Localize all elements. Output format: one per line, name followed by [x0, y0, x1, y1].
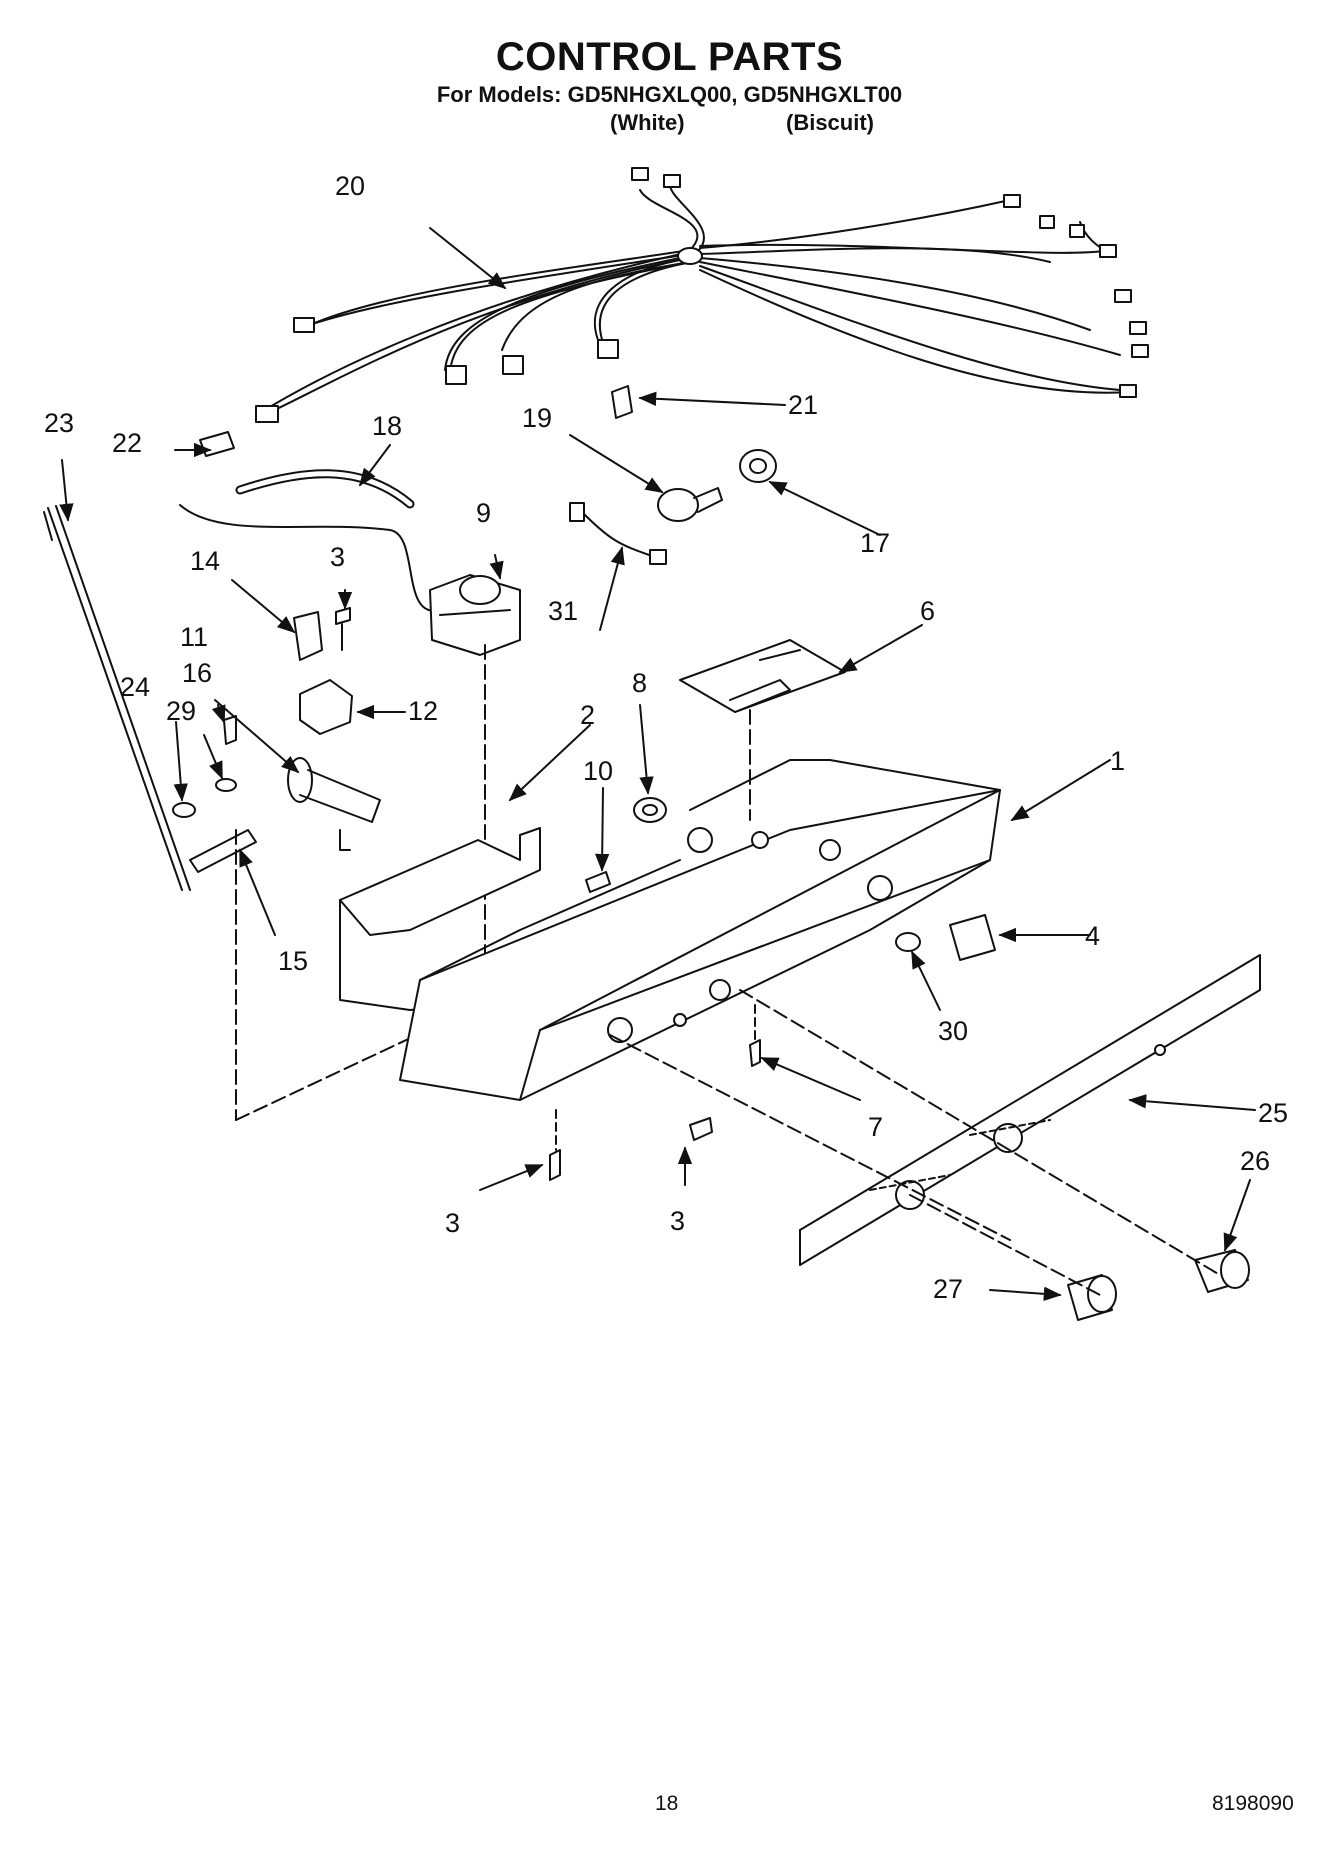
callout-25: 25 [1258, 1098, 1288, 1128]
callout-30: 30 [938, 1016, 968, 1046]
washer-part-29 [215, 778, 237, 792]
panel-part-25 [799, 954, 1261, 1266]
document-number: 8198090 [1212, 1792, 1294, 1815]
callout-10: 10 [583, 756, 613, 786]
callout-1: 1 [1110, 746, 1125, 776]
page-title: CONTROL PARTS [495, 35, 844, 79]
callout-8: 8 [632, 668, 647, 698]
callout-16: 16 [182, 658, 212, 688]
housing-part-1 [399, 759, 1001, 1101]
switch-part-4 [949, 914, 996, 961]
callout-17: 17 [860, 528, 890, 558]
part-22-clip [199, 431, 235, 457]
screw-part-3-top [335, 607, 351, 651]
callout-27: 27 [933, 1274, 963, 1304]
callout-19: 19 [522, 403, 552, 433]
callout-11: 11 [180, 622, 208, 652]
rod-part-23 [43, 505, 191, 891]
page-number: 18 [655, 1792, 679, 1815]
callout-15: 15 [278, 946, 308, 976]
callout-3-left: 3 [445, 1208, 460, 1238]
wire-harness-part-20 [255, 167, 1149, 423]
fastener-part-16 [223, 715, 237, 745]
control-part-9 [429, 574, 521, 961]
callout-7: 7 [868, 1112, 883, 1142]
washer-part-24 [172, 802, 196, 818]
knob-part-27 [1067, 1274, 1117, 1321]
callout-18: 18 [372, 411, 402, 441]
callout-2: 2 [580, 700, 595, 730]
callout-3-top: 3 [330, 542, 345, 572]
callout-21: 21 [788, 390, 818, 420]
part-30 [895, 932, 921, 952]
callout-12: 12 [408, 696, 438, 726]
wire-part-31 [569, 502, 667, 565]
callout-22: 22 [112, 428, 142, 458]
color-biscuit-label: (Biscuit) [786, 110, 874, 135]
callout-26: 26 [1240, 1146, 1270, 1176]
color-white-label: (White) [610, 110, 685, 135]
socket-part-17 [739, 449, 777, 483]
capillary-tube [179, 504, 441, 612]
grommet-part-8 [633, 797, 667, 823]
callout-4: 4 [1085, 921, 1100, 951]
color-variants: (White) (Biscuit) [0, 110, 1339, 140]
screw-part-10 [585, 871, 611, 893]
part-21-clip [611, 385, 633, 419]
bulb-part-19 [657, 487, 723, 522]
callout-14: 14 [190, 546, 220, 576]
part-14 [293, 611, 323, 661]
models-line: For Models: GD5NHGXLQ00, GD5NHGXLT00 [436, 82, 903, 107]
control-board-part-6 [679, 639, 846, 821]
callout-31: 31 [548, 596, 578, 626]
screw-part-3-right [689, 1117, 713, 1141]
page-header: CONTROL PARTS [0, 34, 1339, 80]
callout-20: 20 [335, 171, 365, 201]
screw-part-3-left [549, 1109, 561, 1181]
knob-part-11 [287, 757, 381, 851]
callout-23: 23 [44, 408, 74, 438]
linkage-part-15 [189, 829, 471, 1121]
bracket-part-12 [299, 679, 353, 735]
callout-3-right: 3 [670, 1206, 685, 1236]
callout-24: 24 [120, 672, 150, 702]
callout-6: 6 [920, 596, 935, 626]
screw-part-7 [749, 1004, 761, 1067]
callout-29: 29 [166, 696, 196, 726]
callout-9: 9 [476, 498, 491, 528]
knob-part-26 [1194, 1249, 1250, 1293]
